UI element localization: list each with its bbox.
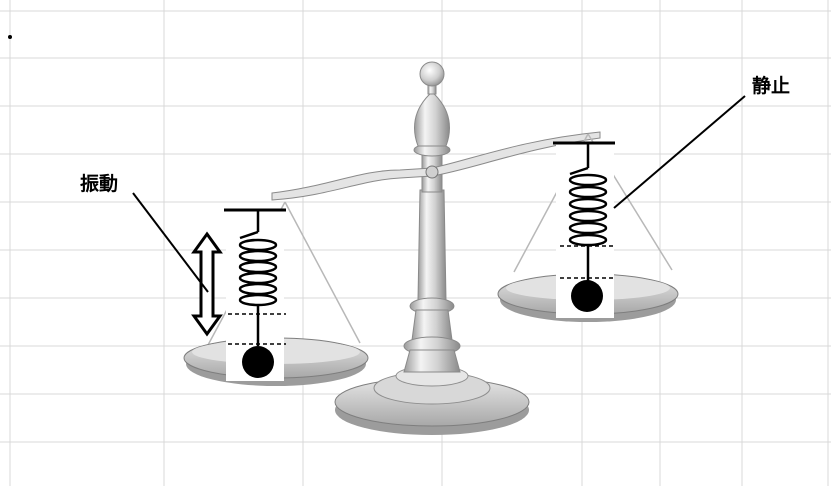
corner-dot	[8, 35, 12, 39]
scale-column	[404, 62, 460, 372]
label-vibration: 振動	[80, 172, 118, 195]
scale-base	[335, 366, 529, 435]
left-mass-ball	[242, 346, 274, 378]
vibration-arrow	[194, 234, 220, 334]
right-label-leader	[614, 96, 745, 208]
right-spring-mass	[553, 143, 615, 318]
label-rest: 静止	[752, 74, 790, 97]
right-mass-ball	[571, 280, 603, 312]
left-label-leader	[133, 193, 208, 292]
left-spring-mass	[224, 210, 286, 381]
